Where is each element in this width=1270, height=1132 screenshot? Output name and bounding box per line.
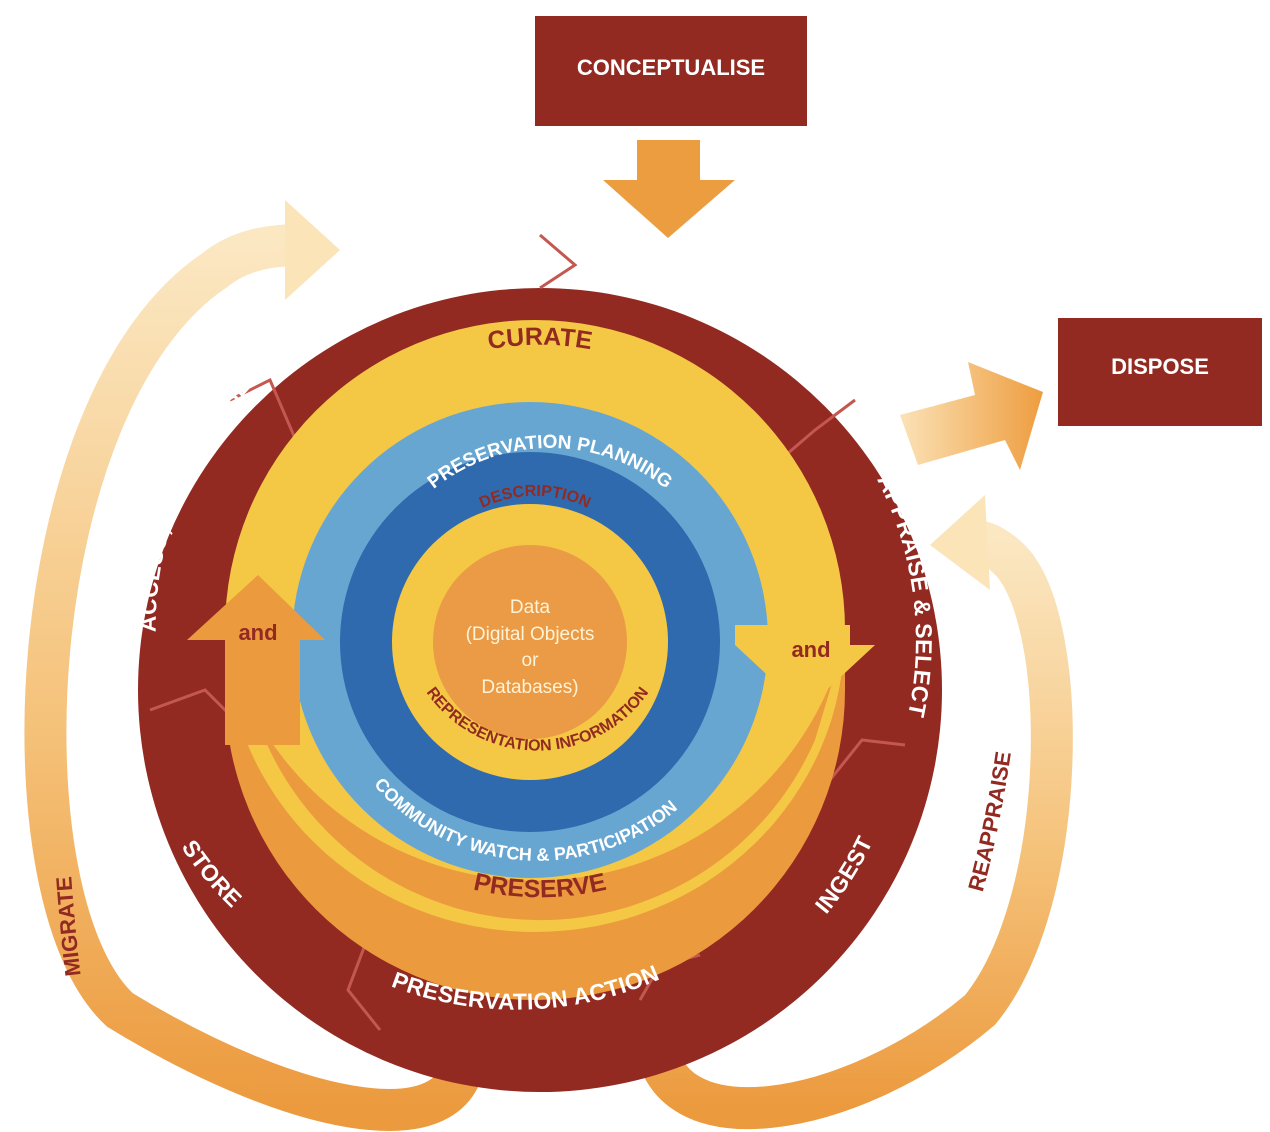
and-right-arrow bbox=[735, 625, 875, 710]
core-line-3: or bbox=[522, 650, 540, 671]
migrate-loop-arrow bbox=[24, 200, 487, 1131]
and-left-arrow bbox=[187, 575, 325, 745]
ring-separators bbox=[149, 233, 906, 1031]
and-left-label: and bbox=[238, 620, 277, 645]
curate-label: CURATE bbox=[486, 323, 595, 356]
conceptualise-arrow bbox=[603, 140, 735, 238]
conceptualise-box bbox=[535, 16, 807, 126]
dispose-box bbox=[1058, 318, 1262, 426]
dispose-label: DISPOSE bbox=[1111, 354, 1209, 379]
dispose-arrow bbox=[900, 362, 1043, 470]
core-line-1: Data bbox=[510, 597, 551, 618]
data-core bbox=[433, 545, 627, 739]
reappraise-loop-arrow bbox=[634, 495, 1073, 1130]
svg-text:REAPPRAISE: REAPPRAISE bbox=[963, 750, 1016, 894]
conceptualise-label: CONCEPTUALISE bbox=[577, 55, 765, 80]
and-right-label: and bbox=[791, 637, 830, 662]
preserve-ring bbox=[225, 630, 845, 1000]
reappraise-label: REAPPRAISE bbox=[963, 750, 1016, 894]
svg-text:CURATE: CURATE bbox=[486, 323, 595, 356]
core-line-4: Databases) bbox=[481, 677, 578, 698]
core-line-2: (Digital Objects bbox=[466, 624, 595, 645]
